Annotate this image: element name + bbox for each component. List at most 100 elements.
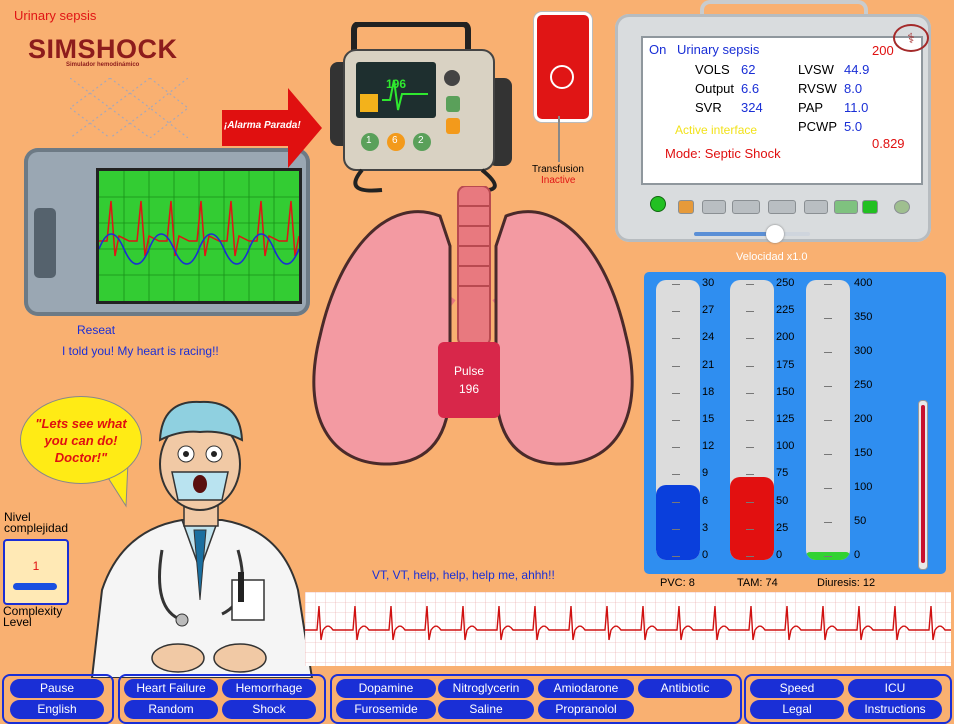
pvc-tick-label: 3 [702, 521, 709, 534]
diuresis-tick-mark [824, 556, 832, 557]
diuresis-tick-mark [824, 420, 832, 421]
pause-button[interactable]: Pause [10, 679, 104, 698]
param-value-svr: 324 [741, 100, 763, 115]
nitroglycerin-button[interactable]: Nitroglycerin [438, 679, 534, 698]
pulse-value: 196 [458, 382, 480, 396]
caduceus-icon: ⚕ [893, 24, 929, 52]
app-logo-subtitle: Simulador hemodinámico [66, 62, 140, 68]
monitor-button[interactable] [862, 200, 878, 214]
monitor-button[interactable] [894, 200, 910, 214]
transfusion-status: Inactive [541, 175, 576, 186]
diuresis-tick-label: 50 [854, 515, 867, 527]
monitor-ratio: 0.829 [872, 136, 905, 151]
tam-tick-mark [746, 392, 754, 394]
monitor-button[interactable] [804, 200, 828, 214]
lattice-decoration [70, 78, 188, 138]
complexity-selector[interactable]: 1 [3, 539, 69, 605]
ecg-strip [305, 592, 951, 666]
icu-button[interactable]: ICU [848, 679, 942, 698]
language-button[interactable]: English [10, 700, 104, 719]
pvc-tick-label: 27 [702, 304, 715, 317]
saline-button[interactable]: Saline [438, 700, 534, 719]
speech-bubble: "Lets see what you can do! Doctor!" [20, 396, 142, 484]
instructions-button[interactable]: Instructions [848, 700, 942, 719]
diuresis-tick-mark [824, 522, 832, 523]
pvc-gauge-fill [656, 485, 700, 560]
scenario-label: Urinary sepsis [14, 8, 97, 23]
tam-tick-label: 125 [776, 413, 795, 425]
random-button[interactable]: Random [124, 700, 218, 719]
amiodarone-button[interactable]: Amiodarone [538, 679, 634, 698]
tam-tick-mark [746, 338, 754, 340]
doctor-avatar [90, 400, 314, 678]
diuresis-tick-label: 150 [854, 447, 873, 459]
alarm-stop-button[interactable]: ¡Alarma Parada! [222, 88, 322, 173]
dopamine-button[interactable]: Dopamine [336, 679, 436, 698]
oscilloscope [24, 148, 310, 316]
monitor-handle [700, 0, 868, 20]
shock-button[interactable]: Shock [222, 700, 316, 719]
furosemide-button[interactable]: Furosemide [336, 700, 436, 719]
antibiotic-button[interactable]: Antibiotic [638, 679, 732, 698]
speed-slider-fill [694, 232, 776, 236]
tam-tick-mark [746, 528, 754, 530]
complexity-value: 1 [32, 559, 40, 573]
diuresis-tick-mark [824, 318, 832, 319]
pvc-tick-label: 9 [702, 467, 709, 480]
legal-button[interactable]: Legal [750, 700, 844, 719]
pvc-tick-mark [672, 501, 680, 503]
defib-button-1[interactable]: 1 [366, 135, 372, 146]
diuresis-tick-mark [824, 284, 832, 285]
pvc-tick-mark [672, 556, 680, 557]
monitor-button[interactable] [732, 200, 760, 214]
monitor-power-icon[interactable] [650, 196, 666, 212]
speed-slider[interactable] [694, 225, 810, 243]
monitor-button[interactable] [678, 200, 694, 214]
pvc-tick-mark [672, 284, 680, 285]
transfusion-label: Transfusion [532, 164, 584, 175]
param-label-output: Output [695, 81, 735, 96]
defib-display-value: 196 [386, 77, 407, 91]
pvc-tick-label: 24 [702, 331, 715, 344]
diuresis-tick-mark [824, 352, 832, 353]
param-label-pcwp: PCWP [798, 119, 837, 134]
monitor-button[interactable] [768, 200, 796, 214]
monitor-state: On [649, 42, 667, 57]
tam-tick-label: 225 [776, 304, 795, 317]
diuresis-tick-mark [824, 488, 832, 489]
defib-button-6[interactable]: 6 [392, 135, 398, 146]
tam-tick-label: 150 [776, 385, 795, 398]
tam-tick-label: 25 [776, 521, 789, 534]
diuresis-tick-label: 250 [854, 379, 873, 391]
tam-label: TAM: 74 [737, 577, 778, 589]
monitor-button[interactable] [702, 200, 726, 214]
options-group: Speed ICU Legal Instructions [744, 674, 952, 724]
diuresis-tick-mark [824, 454, 832, 455]
speed-button[interactable]: Speed [750, 679, 844, 698]
defib-button-2[interactable]: 2 [418, 135, 424, 146]
pvc-tick-label: 18 [702, 385, 715, 398]
monitor-button[interactable] [834, 200, 858, 214]
diuresis-gauge-fill [806, 551, 850, 560]
param-value-lvsw: 44.9 [844, 62, 870, 77]
reseat-button[interactable]: Reseat [77, 323, 116, 337]
param-value-rvsw: 8.0 [844, 81, 863, 96]
speech-line-3: Doctor!" [54, 450, 108, 465]
heart-failure-button[interactable]: Heart Failure [124, 679, 218, 698]
monitor-counter: 200 [872, 43, 894, 58]
param-value-pcwp: 5.0 [844, 119, 863, 134]
hemorrhage-button[interactable]: Hemorrhage [222, 679, 316, 698]
pulse-display: Pulse 196 [438, 342, 500, 418]
oscilloscope-screen [96, 168, 302, 304]
tam-tick-label: 200 [776, 331, 795, 344]
speed-slider-knob[interactable] [766, 225, 785, 243]
lungs-illustration [312, 186, 634, 466]
tam-tick-mark [746, 447, 754, 449]
control-group-1: Pause English [2, 674, 114, 724]
diuresis-tick-label: 200 [854, 413, 873, 425]
complexity-slider-icon [13, 583, 57, 590]
propranolol-button[interactable]: Propranolol [538, 700, 634, 719]
diuresis-label: Diuresis: 12 [817, 577, 876, 589]
transfusion-bag-button[interactable] [534, 12, 592, 122]
